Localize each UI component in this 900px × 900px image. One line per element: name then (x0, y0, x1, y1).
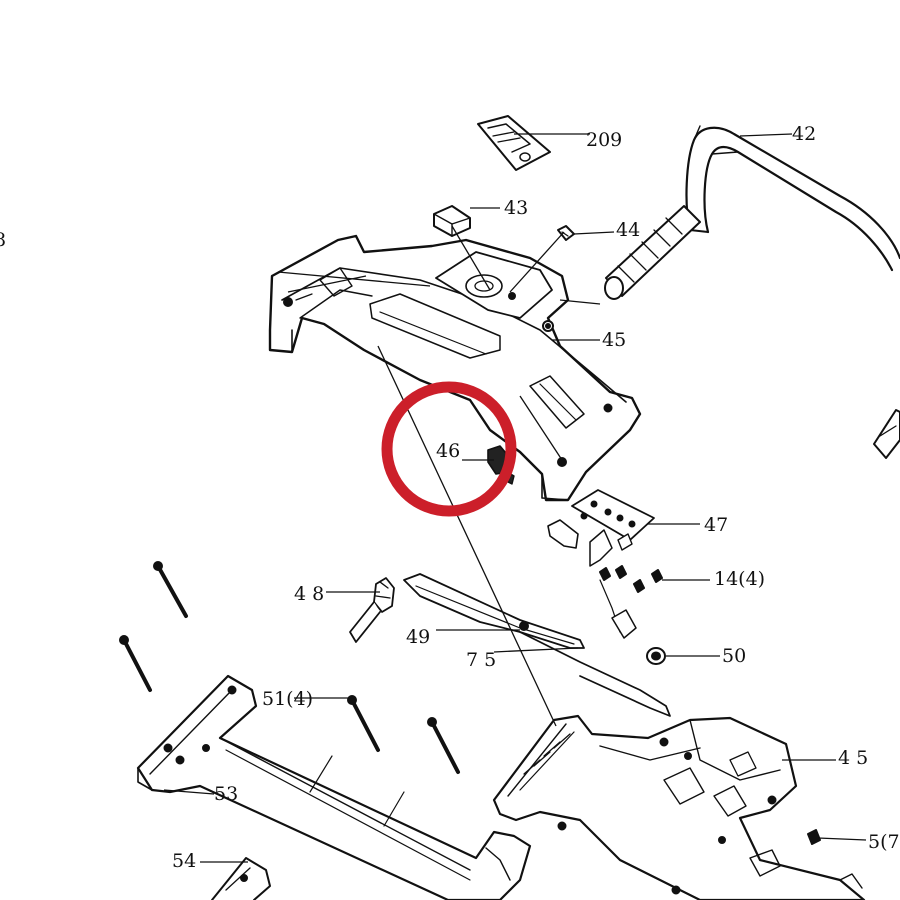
leader-5 (817, 837, 867, 841)
part-48-pin (349, 577, 395, 643)
part-209-label-plate (477, 115, 551, 171)
callout-75: 7 5 (466, 649, 496, 671)
part-53-crossbar (136, 674, 532, 900)
callout-45-upper: 45 (602, 329, 626, 351)
part-long-bolts (119, 561, 460, 774)
part-42-handlebar (604, 125, 900, 459)
part-upper-frame (268, 234, 642, 502)
callout-44: 44 (616, 219, 640, 241)
callout-54: 54 (172, 850, 196, 872)
callout-8: 8 (0, 229, 6, 251)
callout-51: 51(4) (262, 688, 313, 710)
callout-209: 209 (586, 129, 622, 151)
callout-5: 5(7 (868, 831, 900, 853)
callout-48: 4 8 (294, 583, 324, 605)
part-49-strap (403, 573, 671, 717)
callout-47: 47 (704, 514, 728, 536)
callout-53: 53 (214, 783, 238, 805)
leader-44 (573, 231, 615, 235)
part-44-bolt (557, 225, 575, 241)
callout-42: 42 (792, 123, 816, 145)
callout-labels: 209 42 43 44 45 46 47 14(4) 4 8 49 7 5 5… (0, 123, 900, 872)
callout-14: 14(4) (714, 568, 765, 590)
part-47-board (547, 489, 655, 567)
assembly-line-bolt (509, 231, 565, 293)
assembly-line-cap (451, 225, 491, 291)
leader-lines (163, 133, 867, 863)
leader-42 (739, 133, 793, 137)
leader-53 (163, 789, 215, 795)
callout-50: 50 (722, 645, 746, 667)
callout-45-lower: 4 5 (838, 747, 868, 769)
callout-43: 43 (504, 197, 528, 219)
part-14-screws (599, 565, 663, 639)
part-54-bracket (211, 857, 271, 900)
highlight-circle (381, 381, 517, 517)
part-43-cap (433, 205, 471, 237)
part-5-screw (807, 829, 821, 845)
part-45-lower-base (492, 714, 866, 900)
leader-75 (493, 647, 579, 653)
callout-46: 46 (436, 440, 460, 462)
part-50-nut (646, 647, 666, 665)
callout-49: 49 (406, 626, 430, 648)
